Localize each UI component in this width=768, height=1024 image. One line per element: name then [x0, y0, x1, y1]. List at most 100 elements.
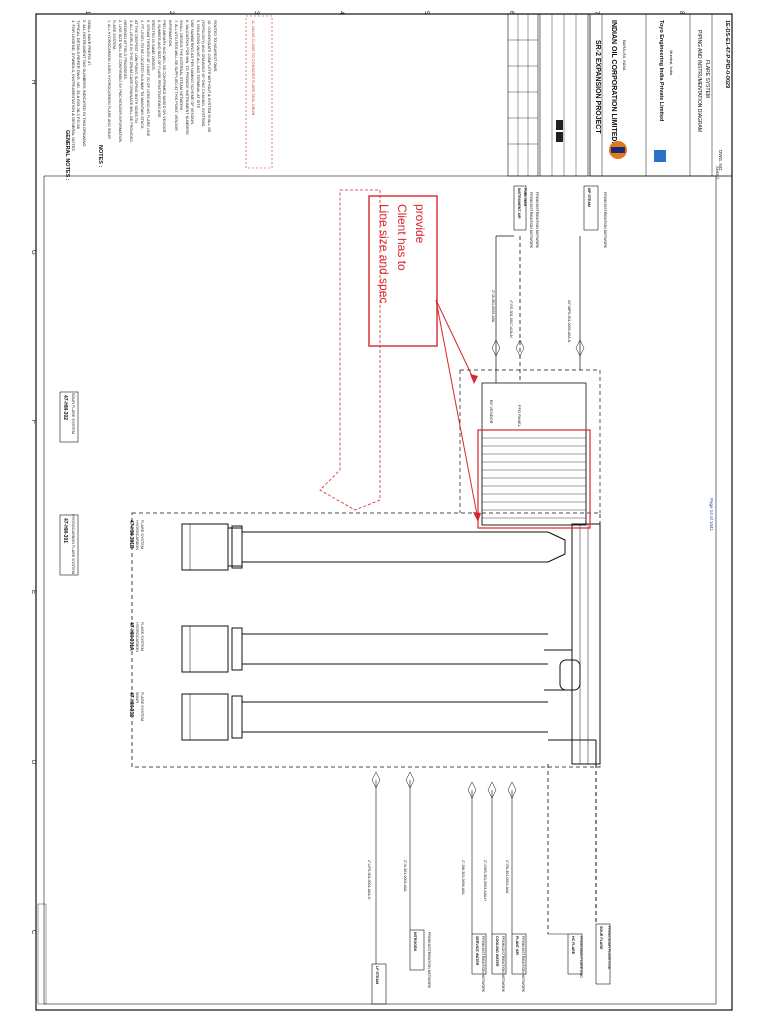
general-note-line: 1. FOR LEGEND, SYMBOLS, INSTRUMENTATION …	[71, 20, 76, 151]
svg-text:2"-SW-301-0006-A0A: 2"-SW-301-0006-A0A	[461, 860, 465, 895]
grid-number: 8	[678, 11, 684, 15]
general-note-line: TYPICAL DETAILS REFER DWG. NO. 35-8 E05-…	[76, 20, 81, 130]
note-line: 3. ALL LEVELS IN THIS DRUM CASE DRAINAGE…	[129, 20, 133, 142]
annotation-box	[368, 195, 438, 347]
utility-mp-steam[interactable]: MP STEAM FROM DISTRIBUTION NETWORK 20"-M…	[567, 185, 607, 370]
svg-text:INSTRUMENT AIR: INSTRUMENT AIR	[517, 188, 521, 219]
bottom-line-service-water[interactable]: SERVICE WATER FROM DISTRIBUTION NETWORK …	[461, 781, 487, 993]
svg-text:FROM DISTRIBUTION NETWORK: FROM DISTRIBUTION NETWORK	[529, 192, 533, 249]
svg-text:HYDROCARBON: HYDROCARBON	[135, 622, 139, 652]
svg-text:SOUR: SOUR	[135, 692, 139, 703]
stack-label-301A: 47-HM-301A HYDROCARBON FLARE SYSTEM	[128, 622, 144, 652]
contractor-name: Toyo Engineering India Private Limited	[658, 20, 664, 121]
grid-letter: E	[30, 590, 36, 594]
bottom-line-hc-flare[interactable]: HC FLARE FROM MAIN FLARE KOD	[547, 764, 583, 978]
utility-fuel-gas[interactable]: FUEL GAS FROM DISTRIBUTION NETWORK 4"-FG…	[509, 186, 539, 383]
note-line: 7. ALL UTILITIES WILL BE SUPPLIED AT THI…	[174, 20, 178, 131]
grid-letters-left: H G F E D C	[30, 80, 36, 935]
notes-block: NOTES : 1. ALL HYDROCARBON LINES HYDROCA…	[97, 15, 273, 169]
note-line: 1. ALL HYDROCARBON LINES HYDROCARBON FLA…	[107, 20, 111, 139]
flare-stack-301B	[181, 523, 566, 571]
svg-text:2"-LPS-301-0001-A0A-H: 2"-LPS-301-0001-A0A-H	[367, 860, 371, 900]
grid-letter: C	[30, 930, 36, 935]
project-name: SR-2 EXPANSION PROJECT	[594, 40, 601, 134]
svg-text:2"-N-301-0003-A0A: 2"-N-301-0003-A0A	[403, 860, 407, 892]
system-name: FLARE SYSTEM	[704, 60, 710, 98]
stack-header-302: 47-HM-302 SOUR FLARE SYSTEM	[59, 391, 79, 443]
client-name: INDIAN OIL CORPORATION LIMITED.	[610, 20, 617, 143]
grid-letter: F	[30, 420, 36, 424]
grid-number: 3	[253, 11, 259, 15]
highlighted-note-box	[245, 15, 273, 169]
svg-text:47-HM-301A: 47-HM-301A	[128, 622, 134, 651]
svg-text:NITROGEN: NITROGEN	[413, 932, 417, 951]
svg-text:FROM DISTRIBUTION NETWORK: FROM DISTRIBUTION NETWORK	[603, 192, 607, 249]
svg-text:SOUR FLARE: SOUR FLARE	[599, 926, 603, 950]
client-location: BARAUNI, INDIA	[622, 40, 627, 71]
svg-text:SERVICE WATER: SERVICE WATER	[475, 936, 479, 966]
general-notes-block: GENERAL NOTES : 1. FOR LEGEND, SYMBOLS, …	[64, 20, 92, 181]
note-line: USE NUMBERING AS PER NAMING SCHEME OF VE…	[190, 20, 194, 125]
annotation-line-1: Line size and spec	[377, 204, 391, 303]
note-line: (TOPOLOGY) AND DRAINING OF ONE CHANNEL S…	[201, 20, 205, 127]
general-note-line: 2. ALL INSTRUMENT TAG NUMBERS INDICATED …	[82, 20, 87, 146]
grid-number: 1	[84, 11, 90, 15]
red-annotation: Line size and spec Client has to provide	[368, 195, 481, 522]
svg-text:FLARE SYSTEM: FLARE SYSTEM	[140, 520, 144, 549]
svg-text:2"-CWS-301-0003-A0A-H: 2"-CWS-301-0003-A0A-H	[483, 860, 487, 901]
svg-text:FLARE SYSTEM: FLARE SYSTEM	[140, 692, 144, 721]
grid-number: 6	[508, 11, 514, 15]
bottom-lines: LP STEAM 2"-LPS-301-0001-A0A-H NITROGEN …	[367, 764, 611, 1005]
flare-package-boundary	[131, 512, 601, 768]
highlight-rectangle	[477, 429, 591, 529]
svg-text:47-HM-302: 47-HM-302	[128, 692, 134, 717]
general-notes-title: GENERAL NOTES :	[64, 130, 70, 181]
note-line: 10. CONDENSATE COMPLETE WITHOUT & SYSTEM…	[207, 20, 211, 133]
panel-label-vendor: BY VENDOR	[489, 400, 494, 424]
bottom-line-plant-air[interactable]: PLANT AIR FROM DISTRIBUTION NETWORK 2"-P…	[505, 781, 527, 993]
svg-text:HC FLARE: HC FLARE	[571, 936, 575, 955]
contractor-location: Mumbai, India	[669, 50, 674, 76]
bottom-line-cooling-water[interactable]: COOLING WATER FROM DISTRIBUTION NETWORK …	[483, 781, 507, 993]
panel-label-ffg: FFG PANEL	[517, 405, 522, 428]
title-block: SR-2 EXPANSION PROJECT INDIAN OIL CORPOR…	[589, 13, 733, 180]
svg-text:COOLING WATER: COOLING WATER	[495, 936, 499, 967]
utility-instrument-air[interactable]: INSTRUMENT AIR FROM DISTRIBUTION NETWORK…	[491, 185, 533, 383]
stack-header-301: 47-HM-301 HYDROCARBON FLARE SYSTEM	[59, 514, 79, 576]
note-line: ERECTED IN SAME ORDER.	[151, 20, 155, 71]
grid-letter: G	[30, 250, 36, 255]
svg-text:4"-FG-301-0017-A0A-N: 4"-FG-301-0017-A0A-N	[509, 300, 513, 338]
note-line: PRELIMINARY AND WILL BE CONFIRMED BASED …	[162, 20, 166, 133]
sheet-border	[35, 13, 733, 1011]
note-line: OBTAINED AT FIELD PROGRESS.	[123, 20, 127, 80]
svg-text:SOUR FLARE SYSTEM: SOUR FLARE SYSTEM	[71, 393, 75, 434]
note-line: ROUTED TO NEAREST OWS.	[213, 20, 217, 72]
seal-drum	[559, 659, 581, 691]
bottom-line-lp-steam[interactable]: LP STEAM 2"-LPS-301-0001-A0A-H	[367, 771, 387, 1005]
note-line: 8. VALIDATION FOR MIN. TO PROVIDE INSTRU…	[185, 20, 189, 135]
revision-table	[507, 13, 589, 177]
svg-text:MP STEAM: MP STEAM	[587, 188, 591, 207]
note-line: AT THE DEEPEST LOW POINT. SLOPING BOTH S…	[134, 20, 138, 123]
note-line: SHALL DESIGN THE INTERNAL STEAM NETWORK.	[179, 20, 183, 111]
svg-text:FROM MAIN FLARE KOD: FROM MAIN FLARE KOD	[579, 936, 583, 978]
bottom-line-sour-flare[interactable]: SOUR FLARE FROM SOUR FLARE KOD	[595, 764, 611, 985]
sheet-label: SHEET	[715, 166, 720, 180]
flare-stack-302	[181, 693, 548, 741]
dwg-no-label: DWG. NO.	[718, 150, 723, 172]
bottom-line-nitrogen[interactable]: NITROGEN FROM DISTRIBUTION NETWORK 2"-N-…	[403, 771, 431, 989]
note-line: 5. STEAM THROUGH AT LEAST 2D OF LESS AND…	[146, 20, 150, 137]
svg-text:HYDROCARBON: HYDROCARBON	[135, 520, 139, 550]
svg-text:20"-MPS-301-0003-A0A-N: 20"-MPS-301-0003-A0A-N	[567, 300, 571, 343]
grid-number: 2	[168, 11, 174, 15]
flare-stack-301A	[181, 625, 548, 673]
svg-text:FROM DISTRIBUTION NETWORK: FROM DISTRIBUTION NETWORK	[521, 936, 525, 993]
grid-numbers-top: 1 2 3 4 5 6 7 8	[84, 11, 684, 15]
note-line: 2. LINE SIZE WILL BE CONFIRMED BY PMC/VE…	[118, 20, 122, 143]
svg-text:LP STEAM: LP STEAM	[375, 966, 379, 984]
svg-text:FROM DISTRIBUTION NETWORK: FROM DISTRIBUTION NETWORK	[427, 932, 431, 989]
note-line: 6. NUMBER AND SIZE OF FLARE PENETRATIONS…	[157, 20, 161, 118]
svg-text:47-HM-302: 47-HM-302	[62, 395, 68, 420]
stack-label-301B: 47-HM-301B HYDROCARBON FLARE SYSTEM	[128, 520, 144, 550]
